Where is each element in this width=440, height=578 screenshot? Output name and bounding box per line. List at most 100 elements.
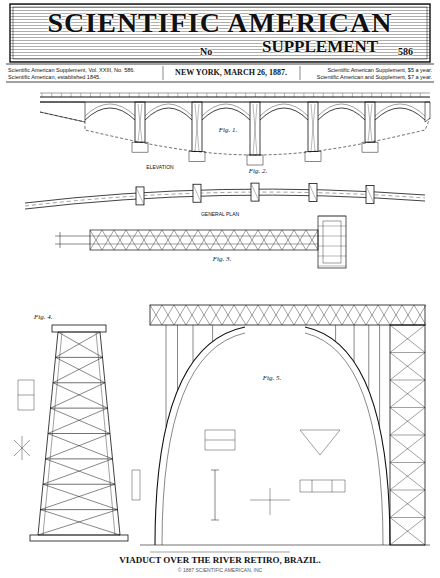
arch-detail [198,305,210,325]
pier-plan [222,230,234,250]
pier-tower [51,408,111,433]
pier-plan [150,230,162,250]
arch-detail [306,305,318,325]
arch-detail [390,305,402,325]
viaduct-elevation [245,93,246,97]
printed-label: ELEVATION [146,165,173,171]
viaduct-elevation [311,104,315,151]
arch-detail [150,305,162,325]
printed-label: NEW YORK, MARCH 26, 1887. [175,69,287,78]
viaduct-elevation [40,112,430,155]
general-plan [136,187,144,205]
printed-label: Scientific American and Supplement, $7 a… [317,74,432,80]
arch-detail [270,305,282,325]
header-rule [6,64,434,65]
pier-plan [258,230,270,250]
arch-detail [282,305,294,325]
printed-label: Scientific American, established 1845. [8,74,101,80]
printed-label: Fig. 4. [34,314,52,322]
viaduct-elevation [400,93,401,97]
arch-detail [162,305,174,325]
viaduct-elevation [148,93,149,97]
pier-tower [51,408,108,409]
pier-tower [48,408,108,433]
general-plan [251,183,259,201]
pier-plan [186,230,198,250]
arch-detail [390,518,425,546]
pier-plan [114,230,126,250]
general-plan [251,183,259,201]
arch-detail [166,325,167,427]
viaduct-elevation [425,102,430,122]
arch-detail [354,305,366,325]
general-plan [366,186,374,204]
pier-tower [56,357,106,382]
general-plan [25,183,425,209]
arch-detail [390,407,425,408]
arch-detail [162,333,245,545]
pier-plan [294,230,306,250]
viaduct-elevation [40,93,430,94]
pier-plan [318,226,346,227]
viaduct-elevation [189,151,205,161]
general-plan [25,192,425,206]
arch-detail [330,305,342,325]
pier-plan [102,230,114,250]
pier-plan [210,230,222,250]
arch-detail [390,463,425,491]
viaduct-elevation [195,104,199,151]
general-plan [309,184,317,202]
pier-tower [56,332,101,357]
viaduct-elevation [192,102,202,151]
arch-detail [390,435,425,463]
viaduct-elevation [250,102,260,155]
caption-rule [150,552,290,553]
pier-tower [51,383,106,408]
arch-detail [211,470,219,520]
arch-detail [140,545,430,546]
arch-detail [390,353,425,381]
pier-tower [52,325,106,332]
pier-plan [318,216,346,217]
pier-tower [41,509,118,510]
viaduct-elevation [352,93,353,97]
arch-detail [258,305,270,325]
pier-plan [323,221,341,263]
arch-detail [140,305,430,545]
arch-detail [177,325,178,391]
arch-detail [390,490,425,491]
pier-plan [318,246,346,247]
arch-detail [368,325,369,391]
arch-detail [366,305,378,325]
pier-plan [234,230,246,250]
pier-tower [53,357,103,382]
viaduct-elevation [265,93,266,97]
arch-detail [354,325,355,362]
viaduct-elevation [177,93,178,97]
viaduct-elevation [206,93,207,97]
viaduct-elevation [305,151,321,161]
viaduct-elevation [80,93,81,97]
viaduct-elevation [138,104,142,142]
viaduct-elevation [42,93,43,97]
pier-plan [318,236,346,237]
arch-detail [155,327,245,545]
arch-detail [174,305,186,325]
viaduct-elevation [85,104,135,116]
arch-detail [390,325,425,545]
arch-detail [282,305,294,325]
pier-plan [246,230,258,250]
pier-plan [306,230,318,250]
pier-plan [138,230,150,250]
arch-detail [318,305,330,325]
pier-plan [90,230,102,250]
pier-plan [60,232,61,248]
pier-tower [53,382,105,383]
pier-plan [282,230,294,250]
viaduct-elevation [135,102,145,142]
arch-detail [250,488,290,515]
viaduct-elevation [381,93,382,97]
arch-detail [342,305,354,325]
pier-plan [90,236,318,237]
viaduct-elevation [333,93,334,97]
